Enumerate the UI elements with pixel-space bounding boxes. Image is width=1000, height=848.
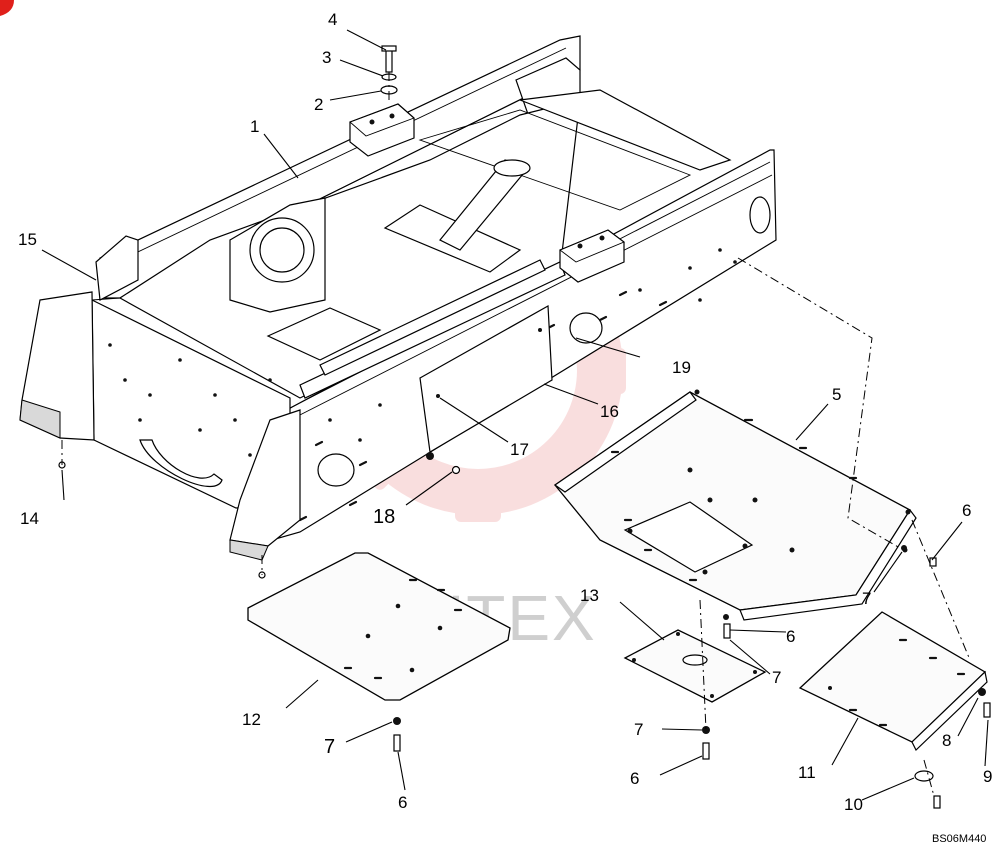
bolt-6-bottom <box>393 734 401 752</box>
bolt-10 <box>933 795 941 809</box>
callout-4: 4 <box>328 10 337 29</box>
callout-8: 8 <box>942 731 951 750</box>
callout-5: 5 <box>832 385 841 404</box>
callout-7-right: 7 <box>862 589 871 608</box>
cover-plate-12 <box>623 629 767 703</box>
floor-panel-5 <box>553 389 917 621</box>
washer-7-bottom <box>393 717 401 725</box>
corner-mark <box>0 0 14 16</box>
callout-2: 2 <box>314 95 323 114</box>
callout-10: 10 <box>844 795 863 814</box>
bolt-6-center <box>702 742 710 760</box>
callout-6-right: 6 <box>962 501 971 520</box>
callout-15: 15 <box>18 230 37 249</box>
callout-3: 3 <box>322 48 331 67</box>
washer-8 <box>978 688 986 696</box>
callout-7-bottom: 7 <box>324 736 335 758</box>
callout-7-panel: 7 <box>772 668 781 687</box>
screw-18 <box>451 465 461 475</box>
callout-13: 12 <box>242 710 261 729</box>
callout-9: 9 <box>983 767 992 786</box>
callout-6-panel: 6 <box>786 627 795 646</box>
cover-plate-11 <box>798 611 988 751</box>
panel-5-slots <box>610 418 858 582</box>
callout-18: 18 <box>373 506 395 528</box>
callout-1: 1 <box>250 117 259 136</box>
assembly-lines <box>61 72 971 797</box>
callout-14: 14 <box>20 509 39 528</box>
leader-lines <box>41 29 989 801</box>
bolt-6-panel <box>723 623 731 639</box>
callout-17: 17 <box>510 440 529 459</box>
side-plate-16 <box>419 305 553 460</box>
front-fender <box>229 409 301 561</box>
left-fender <box>19 235 139 441</box>
bolt-4 <box>381 45 397 73</box>
bolt-9 <box>983 702 991 718</box>
callout-7-center: 7 <box>634 720 643 739</box>
mount-block-rear <box>349 103 415 157</box>
cover-plate-13 <box>247 552 511 701</box>
frame-slots <box>298 290 668 522</box>
frame-holes <box>108 248 737 457</box>
mount-block-front <box>559 229 625 283</box>
washer-7-panel <box>723 614 729 620</box>
plate-13-slots <box>343 578 463 680</box>
callout-labels: 4 3 2 1 15 19 16 17 18 14 5 6 7 6 7 13 7… <box>18 10 992 814</box>
callout-6-center: 6 <box>630 769 639 788</box>
callout-12: 13 <box>580 586 599 605</box>
washer-7-right <box>901 545 907 551</box>
washer-7-center <box>702 726 710 734</box>
callout-16: 16 <box>600 402 619 421</box>
panel-5-holes <box>627 389 911 575</box>
drawing-reference-code: BS06M440 <box>932 833 986 845</box>
callout-19: 19 <box>672 358 691 377</box>
callout-6-bottom: 6 <box>398 793 407 812</box>
plate-11-slots <box>848 638 966 727</box>
fasteners <box>393 545 991 809</box>
washer-10 <box>914 770 934 782</box>
callout-11: 11 <box>798 763 816 782</box>
